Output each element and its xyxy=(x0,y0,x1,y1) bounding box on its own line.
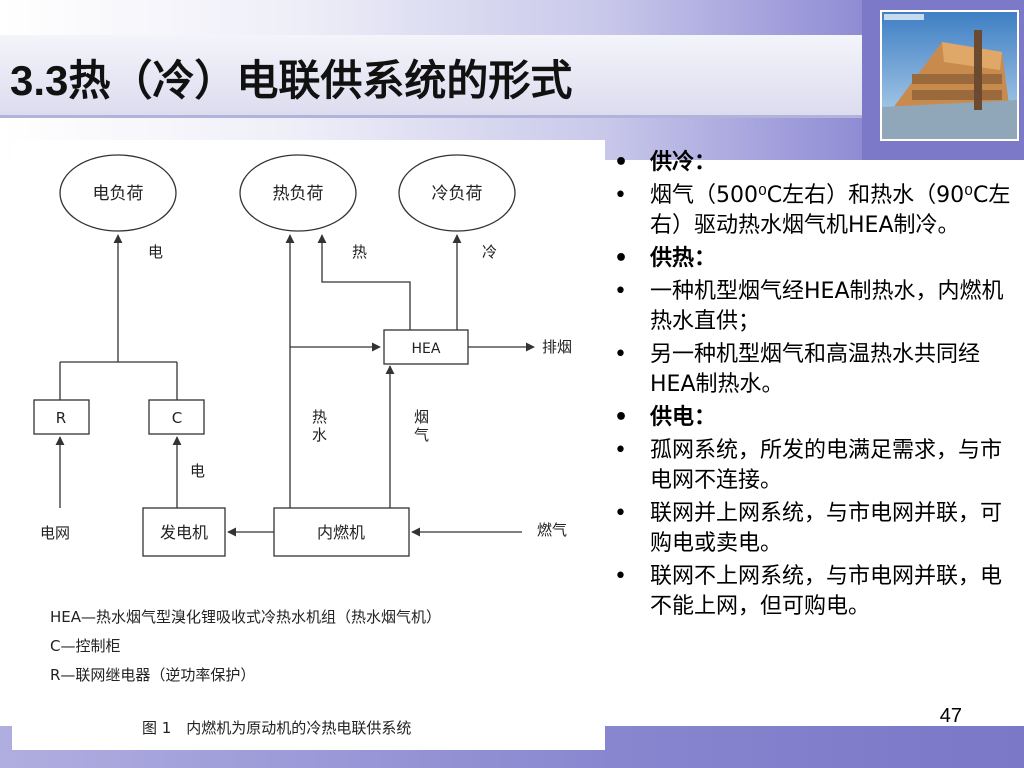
generator-box xyxy=(142,507,226,557)
cchp-diagram: 电负荷 热负荷 冷负荷 电 R C 电网 电 发电机 内燃机 燃气 xyxy=(12,140,605,750)
page-number: 47 xyxy=(939,705,962,727)
bullet-list: 供冷： 烟气（500⁰C左右）和热水（90⁰C左右）驱动热水烟气机HEA制冷。 … xyxy=(612,148,1016,625)
flue-gas-label-1: 烟 xyxy=(414,408,429,426)
hea-to-heat-load-arrow xyxy=(317,234,411,330)
cold-load-label: 冷负荷 xyxy=(432,184,483,204)
control-c-label: C xyxy=(172,409,182,427)
legend-hea: HEA—热水烟气型溴化锂吸收式冷热水机组（热水烟气机） xyxy=(50,608,441,626)
electric-load-label: 电负荷 xyxy=(93,184,144,204)
heat-up-label: 热 xyxy=(352,243,367,261)
generator-label: 发电机 xyxy=(160,523,208,542)
flue-gas-label-2: 气 xyxy=(414,426,429,444)
hea-box xyxy=(383,329,469,365)
hot-water-label-1: 热 xyxy=(312,408,327,426)
bullet-cooling-heading: 供冷： xyxy=(612,148,1016,178)
slide-title: 3.3热（冷）电联供系统的形式 xyxy=(10,57,573,104)
electric-up-label: 电 xyxy=(148,243,163,261)
figure-caption: 图 1 内燃机为原动机的冷热电联供系统 xyxy=(142,719,411,737)
relay-r-box xyxy=(33,399,90,435)
bullet-heating-desc-2: 另一种机型烟气和高温热水共同经HEA制热水。 xyxy=(612,340,1016,400)
engine-box xyxy=(273,507,410,557)
legend-c: C—控制柜 xyxy=(50,637,120,655)
bullet-heating-heading: 供热： xyxy=(612,244,1016,274)
legend-r: R—联网继电器（逆功率保护） xyxy=(50,666,255,684)
bullet-island-system: 孤网系统，所发的电满足需求，与市电网不连接。 xyxy=(612,436,1016,496)
exhaust-label: 排烟 xyxy=(542,338,572,356)
control-c-box xyxy=(148,399,205,435)
building-photo xyxy=(880,10,1019,141)
bullet-heating-desc-1: 一种机型烟气经HEA制热水，内燃机热水直供； xyxy=(612,277,1016,337)
heat-load-label: 热负荷 xyxy=(273,184,324,204)
bullet-cooling-desc: 烟气（500⁰C左右）和热水（90⁰C左右）驱动热水烟气机HEA制冷。 xyxy=(612,181,1016,241)
hot-water-label-2: 水 xyxy=(312,426,327,444)
cold-up-label: 冷 xyxy=(482,243,497,261)
engine-label: 内燃机 xyxy=(317,523,365,542)
grid-label: 电网 xyxy=(40,524,70,542)
hea-label: HEA xyxy=(412,341,441,357)
gas-label: 燃气 xyxy=(537,521,567,539)
generator-elec-label: 电 xyxy=(190,462,205,480)
title-bar xyxy=(0,35,862,118)
bullet-power-heading: 供电： xyxy=(612,403,1016,433)
cold-load-node xyxy=(398,154,516,232)
electric-load-node xyxy=(59,154,177,232)
heat-load-node xyxy=(239,154,357,232)
relay-r-label: R xyxy=(56,409,66,427)
bullet-grid-no-export-system: 联网不上网系统，与市电网并联，电不能上网，但可购电。 xyxy=(612,562,1016,622)
bullet-grid-export-system: 联网并上网系统，与市电网并联，可购电或卖电。 xyxy=(612,499,1016,559)
